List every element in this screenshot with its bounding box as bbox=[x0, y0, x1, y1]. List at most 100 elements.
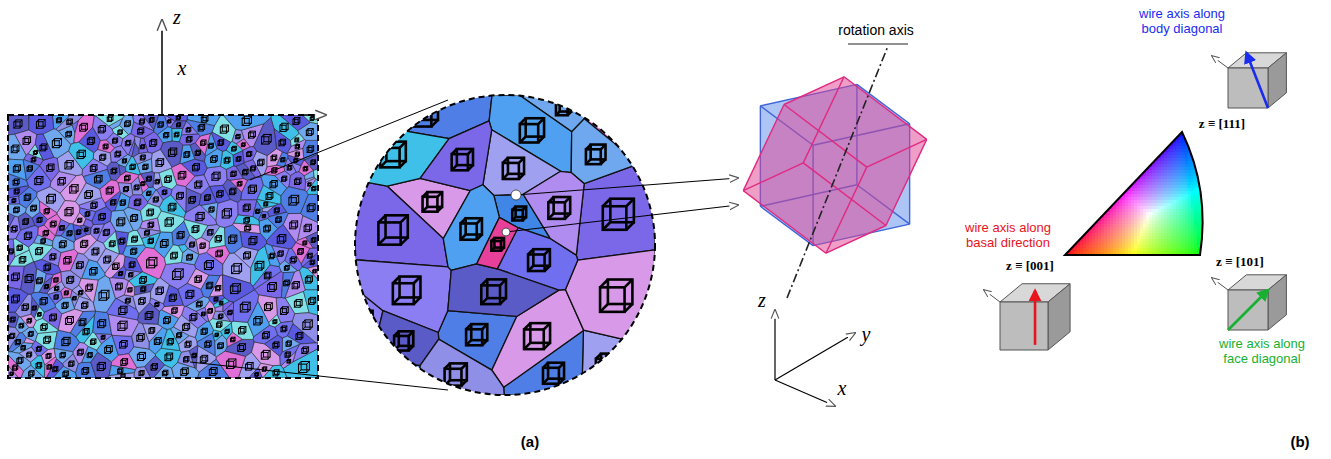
cube-icon bbox=[209, 368, 217, 376]
grain bbox=[205, 149, 223, 168]
grain bbox=[355, 361, 420, 395]
cube-icon bbox=[90, 165, 97, 172]
cube-icon bbox=[85, 228, 88, 231]
grain bbox=[142, 187, 156, 202]
cube-icon bbox=[40, 144, 47, 151]
cube-icon bbox=[69, 361, 74, 366]
cube-icon bbox=[41, 324, 47, 330]
cube-icon bbox=[306, 129, 313, 136]
cube-icon bbox=[62, 337, 70, 345]
cube-icon bbox=[186, 290, 194, 298]
grain bbox=[201, 275, 220, 298]
cube-icon bbox=[97, 362, 105, 370]
cube-icon bbox=[104, 256, 111, 263]
grain bbox=[61, 224, 75, 243]
grain bbox=[571, 119, 636, 184]
grain bbox=[307, 179, 318, 194]
grain bbox=[137, 228, 160, 238]
cube-icon bbox=[36, 362, 42, 368]
cube-icon bbox=[262, 214, 265, 217]
cube-icon bbox=[218, 314, 223, 319]
cube-icon bbox=[139, 298, 146, 305]
cube-icon bbox=[31, 205, 37, 211]
grain bbox=[35, 134, 54, 160]
cube-icon bbox=[270, 181, 277, 188]
cube-icon bbox=[239, 327, 246, 334]
cube-icon bbox=[149, 118, 154, 123]
cube-icon bbox=[141, 145, 145, 149]
cube-icon bbox=[43, 230, 48, 235]
cube-icon bbox=[143, 164, 148, 169]
grain bbox=[24, 338, 34, 344]
cube-icon bbox=[125, 140, 130, 145]
grain bbox=[261, 175, 287, 196]
cube-icon bbox=[452, 149, 473, 170]
cube-icon bbox=[218, 140, 224, 146]
grain bbox=[72, 121, 78, 133]
cube-icon bbox=[242, 116, 251, 125]
cube-icon bbox=[119, 238, 125, 244]
axis-label: x bbox=[178, 57, 187, 80]
cube-icon bbox=[313, 269, 317, 273]
cube-icon bbox=[298, 249, 304, 255]
cube-icon bbox=[284, 265, 289, 270]
direction-note: wire axis along body diagonal bbox=[1127, 7, 1237, 37]
cube-icon bbox=[46, 353, 51, 358]
cube-icon bbox=[310, 117, 314, 121]
cube-icon bbox=[19, 257, 25, 263]
grain bbox=[164, 245, 182, 265]
grain bbox=[181, 249, 199, 265]
cube-icon bbox=[77, 150, 85, 158]
grain bbox=[304, 290, 318, 315]
cube-icon bbox=[163, 132, 168, 137]
grain bbox=[243, 147, 257, 163]
grain bbox=[199, 186, 216, 205]
cube-icon bbox=[27, 318, 32, 323]
cube-icon bbox=[12, 273, 20, 281]
grain bbox=[187, 120, 215, 136]
cube-icon bbox=[76, 230, 81, 235]
direction-note: wire axis along basal direction bbox=[953, 221, 1063, 251]
cube-icon bbox=[11, 145, 19, 153]
cube-icon bbox=[290, 221, 298, 229]
cube-icon bbox=[91, 202, 97, 208]
cube-icon bbox=[636, 364, 650, 378]
cube-icon bbox=[70, 185, 78, 193]
cube-icon bbox=[177, 192, 184, 199]
cube-icon bbox=[128, 288, 132, 292]
leader-line bbox=[848, 44, 908, 45]
grain-dot bbox=[502, 228, 510, 236]
cube-icon bbox=[78, 218, 82, 222]
cube-icon bbox=[41, 239, 46, 244]
cube-icon bbox=[107, 116, 113, 122]
cube-icon bbox=[12, 199, 16, 203]
cube-icon bbox=[281, 326, 287, 332]
grain bbox=[39, 201, 57, 219]
grain bbox=[195, 133, 210, 155]
cube-icon bbox=[230, 284, 240, 294]
grain bbox=[178, 283, 204, 306]
cube-icon bbox=[190, 242, 195, 247]
cube-icon bbox=[271, 155, 277, 161]
cube-icon bbox=[44, 264, 51, 271]
cube-icon bbox=[603, 199, 634, 230]
orientation-cubes bbox=[984, 53, 1286, 350]
grain bbox=[95, 334, 112, 344]
cube-icon bbox=[162, 370, 167, 375]
cube-icon bbox=[44, 284, 48, 288]
cube-icon bbox=[378, 215, 407, 244]
cube-icon bbox=[186, 136, 192, 142]
cube-icon bbox=[303, 166, 308, 171]
cube-icon bbox=[256, 209, 260, 213]
cube-icon bbox=[491, 238, 504, 251]
cube-icon bbox=[35, 176, 43, 184]
grain bbox=[21, 262, 37, 295]
cube-icon bbox=[281, 158, 285, 162]
cube-icon bbox=[311, 238, 316, 243]
cube-icon bbox=[394, 331, 413, 350]
cube-icon bbox=[148, 222, 154, 228]
pole-label: z ≡ [001] bbox=[1006, 259, 1054, 274]
cube-icon bbox=[186, 127, 191, 132]
cube-icon bbox=[54, 278, 58, 282]
